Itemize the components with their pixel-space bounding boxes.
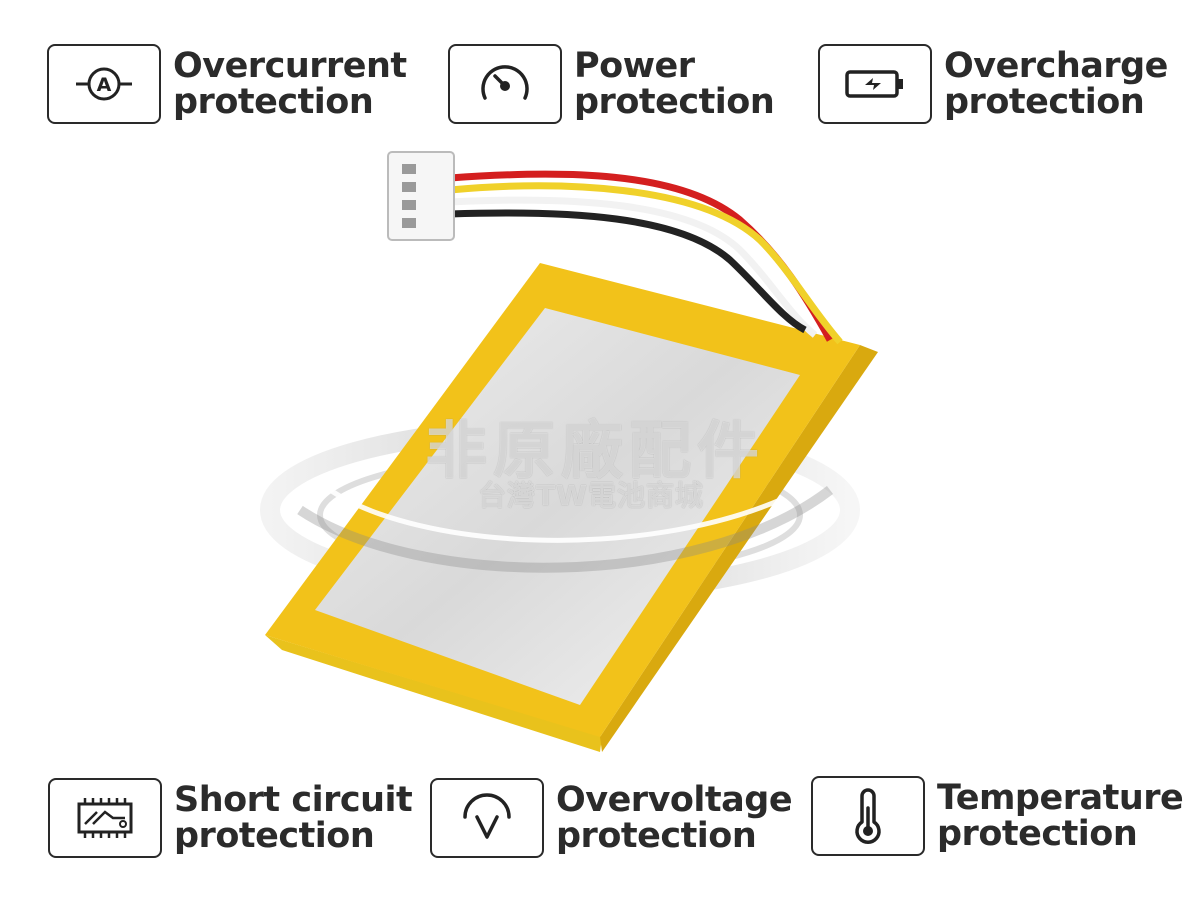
feature-label: Overcurrent protection xyxy=(173,46,407,122)
feature-overcurrent: A Overcurrent protection xyxy=(47,44,407,124)
connector-pin xyxy=(402,164,416,174)
wire-white xyxy=(449,196,818,338)
watermark-subtitle: 台灣TW電池商城 xyxy=(478,479,704,512)
feature-label: Overvoltage protection xyxy=(556,780,793,856)
feature-overcharge: Overcharge protection xyxy=(818,44,1168,124)
connector-pin xyxy=(402,182,416,192)
power-gauge-icon xyxy=(481,65,529,100)
feature-short-circuit: Short circuit protection xyxy=(48,778,413,858)
voltage-gauge-icon xyxy=(463,793,511,839)
feature-icon-box xyxy=(818,44,932,124)
feature-temperature: Temperature protection xyxy=(811,776,1184,856)
battery-product-image xyxy=(260,151,878,752)
wire-black xyxy=(449,209,807,334)
svg-text:A: A xyxy=(97,74,112,96)
thermometer-icon xyxy=(855,788,881,844)
circuit-chip-icon xyxy=(77,798,133,838)
battery-cell-face xyxy=(315,308,800,705)
feature-icon-box xyxy=(430,778,544,858)
feature-icon-box xyxy=(48,778,162,858)
battery-charge-icon xyxy=(845,70,903,98)
watermark-title: 非原廠配件 xyxy=(425,414,766,487)
connector-pin xyxy=(402,200,416,210)
feature-label: Power protection xyxy=(574,46,775,122)
feature-icon-box xyxy=(448,44,562,124)
connector-pin xyxy=(402,218,416,228)
battery-edge xyxy=(265,635,602,752)
battery-edge xyxy=(600,345,878,752)
connector xyxy=(387,151,455,241)
feature-icon-box: A xyxy=(47,44,161,124)
feature-icon-box xyxy=(811,776,925,856)
wire-yellow xyxy=(449,182,843,345)
swirl-highlight xyxy=(328,487,781,543)
feature-label: Temperature protection xyxy=(937,778,1184,854)
swirl-highlight xyxy=(297,486,834,573)
feature-label: Short circuit protection xyxy=(174,780,413,856)
feature-power: Power protection xyxy=(448,44,775,124)
feature-label: Overcharge protection xyxy=(944,46,1168,122)
ammeter-icon: A xyxy=(76,67,132,101)
feature-overvoltage: Overvoltage protection xyxy=(430,778,793,858)
